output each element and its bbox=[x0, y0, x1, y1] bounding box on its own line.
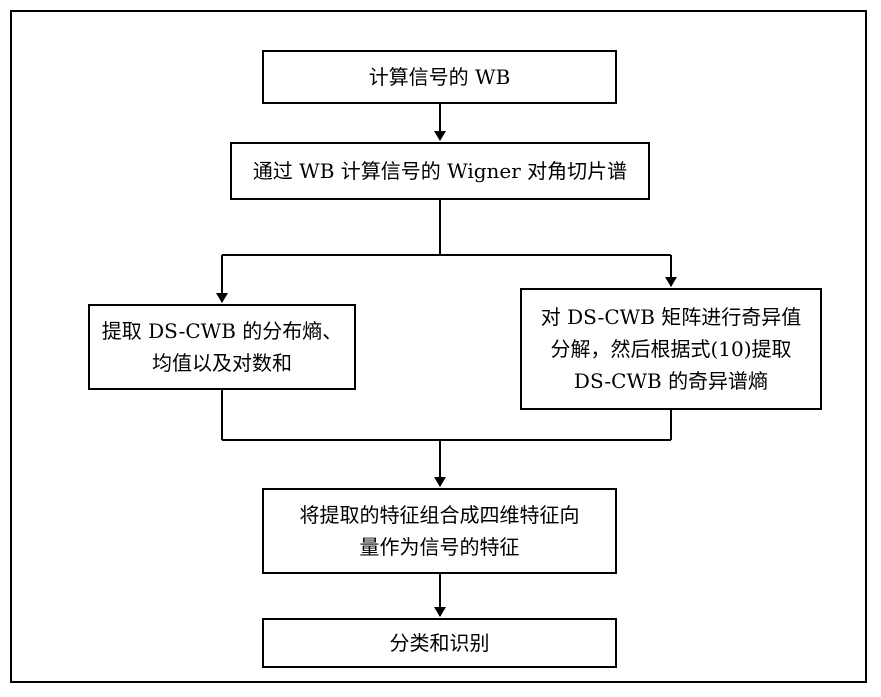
node-compute-wb: 计算信号的 WB bbox=[262, 50, 617, 104]
node-text-line: 分解，然后根据式(10)提取 bbox=[550, 333, 791, 365]
node-classify-recognize: 分类和识别 bbox=[262, 618, 617, 668]
node-extract-entropy-mean-logsum: 提取 DS-CWB 的分布熵、 均值以及对数和 bbox=[88, 304, 356, 390]
node-svd-singular-spectrum-entropy: 对 DS-CWB 矩阵进行奇异值 分解，然后根据式(10)提取 DS-CWB 的… bbox=[520, 288, 822, 410]
node-text-line: 将提取的特征组合成四维特征向 bbox=[300, 499, 580, 531]
node-text-line: 通过 WB 计算信号的 Wigner 对角切片谱 bbox=[253, 155, 627, 187]
node-text-line: 计算信号的 WB bbox=[369, 61, 511, 93]
node-text-line: 提取 DS-CWB 的分布熵、 bbox=[102, 315, 343, 347]
node-wigner-diagonal-slice: 通过 WB 计算信号的 Wigner 对角切片谱 bbox=[230, 142, 650, 200]
node-text-line: DS-CWB 的奇异谱熵 bbox=[574, 365, 768, 397]
node-combine-feature-vector: 将提取的特征组合成四维特征向 量作为信号的特征 bbox=[262, 488, 617, 574]
node-text-line: 分类和识别 bbox=[390, 627, 490, 659]
node-text-line: 对 DS-CWB 矩阵进行奇异值 bbox=[541, 301, 802, 333]
node-text-line: 量作为信号的特征 bbox=[360, 531, 520, 563]
node-text-line: 均值以及对数和 bbox=[152, 347, 292, 379]
